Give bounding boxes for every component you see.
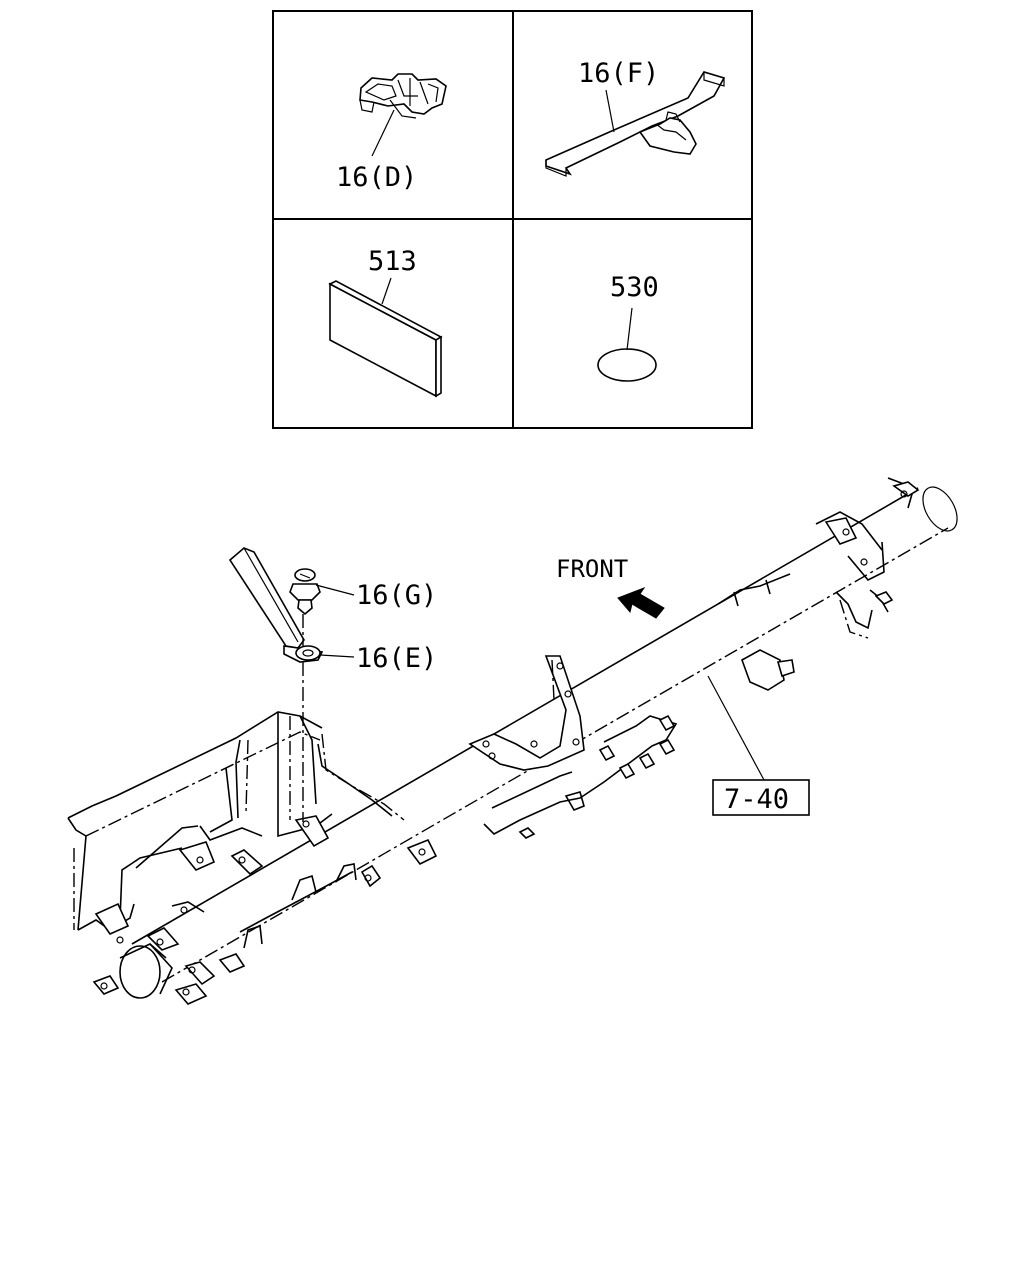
seal-530-illustration xyxy=(597,348,657,382)
clip-g-leader xyxy=(315,584,355,596)
clip-e-label: 16(E) xyxy=(356,643,437,674)
pad-513-label: 513 xyxy=(368,246,417,277)
assembly-leader xyxy=(707,675,765,781)
parts-grid xyxy=(272,10,753,429)
clip-e-leader xyxy=(319,654,355,658)
clip-d-label: 16(D) xyxy=(336,162,417,193)
clip-f-illustration xyxy=(545,71,726,177)
clip-d-illustration xyxy=(359,73,447,119)
clip-e-illustration xyxy=(295,645,321,661)
seal-530-leader xyxy=(626,307,633,351)
clip-g-illustration xyxy=(289,568,321,616)
clip-g-label: 16(G) xyxy=(356,580,437,611)
panel-strip-illustration xyxy=(228,547,324,663)
front-arrow-icon xyxy=(617,586,665,619)
pad-513-leader xyxy=(381,277,392,305)
clip-f-leader xyxy=(605,89,615,133)
clip-d-leader xyxy=(371,109,395,157)
assembly-label: 7-40 xyxy=(724,784,789,815)
pad-513-illustration xyxy=(328,280,443,398)
assembly-callout-box xyxy=(712,779,810,816)
clip-f-label: 16(F) xyxy=(578,58,659,89)
front-direction-label: FRONT xyxy=(556,555,628,583)
seal-530-label: 530 xyxy=(610,272,659,303)
cross-beam-assembly xyxy=(67,477,958,1005)
